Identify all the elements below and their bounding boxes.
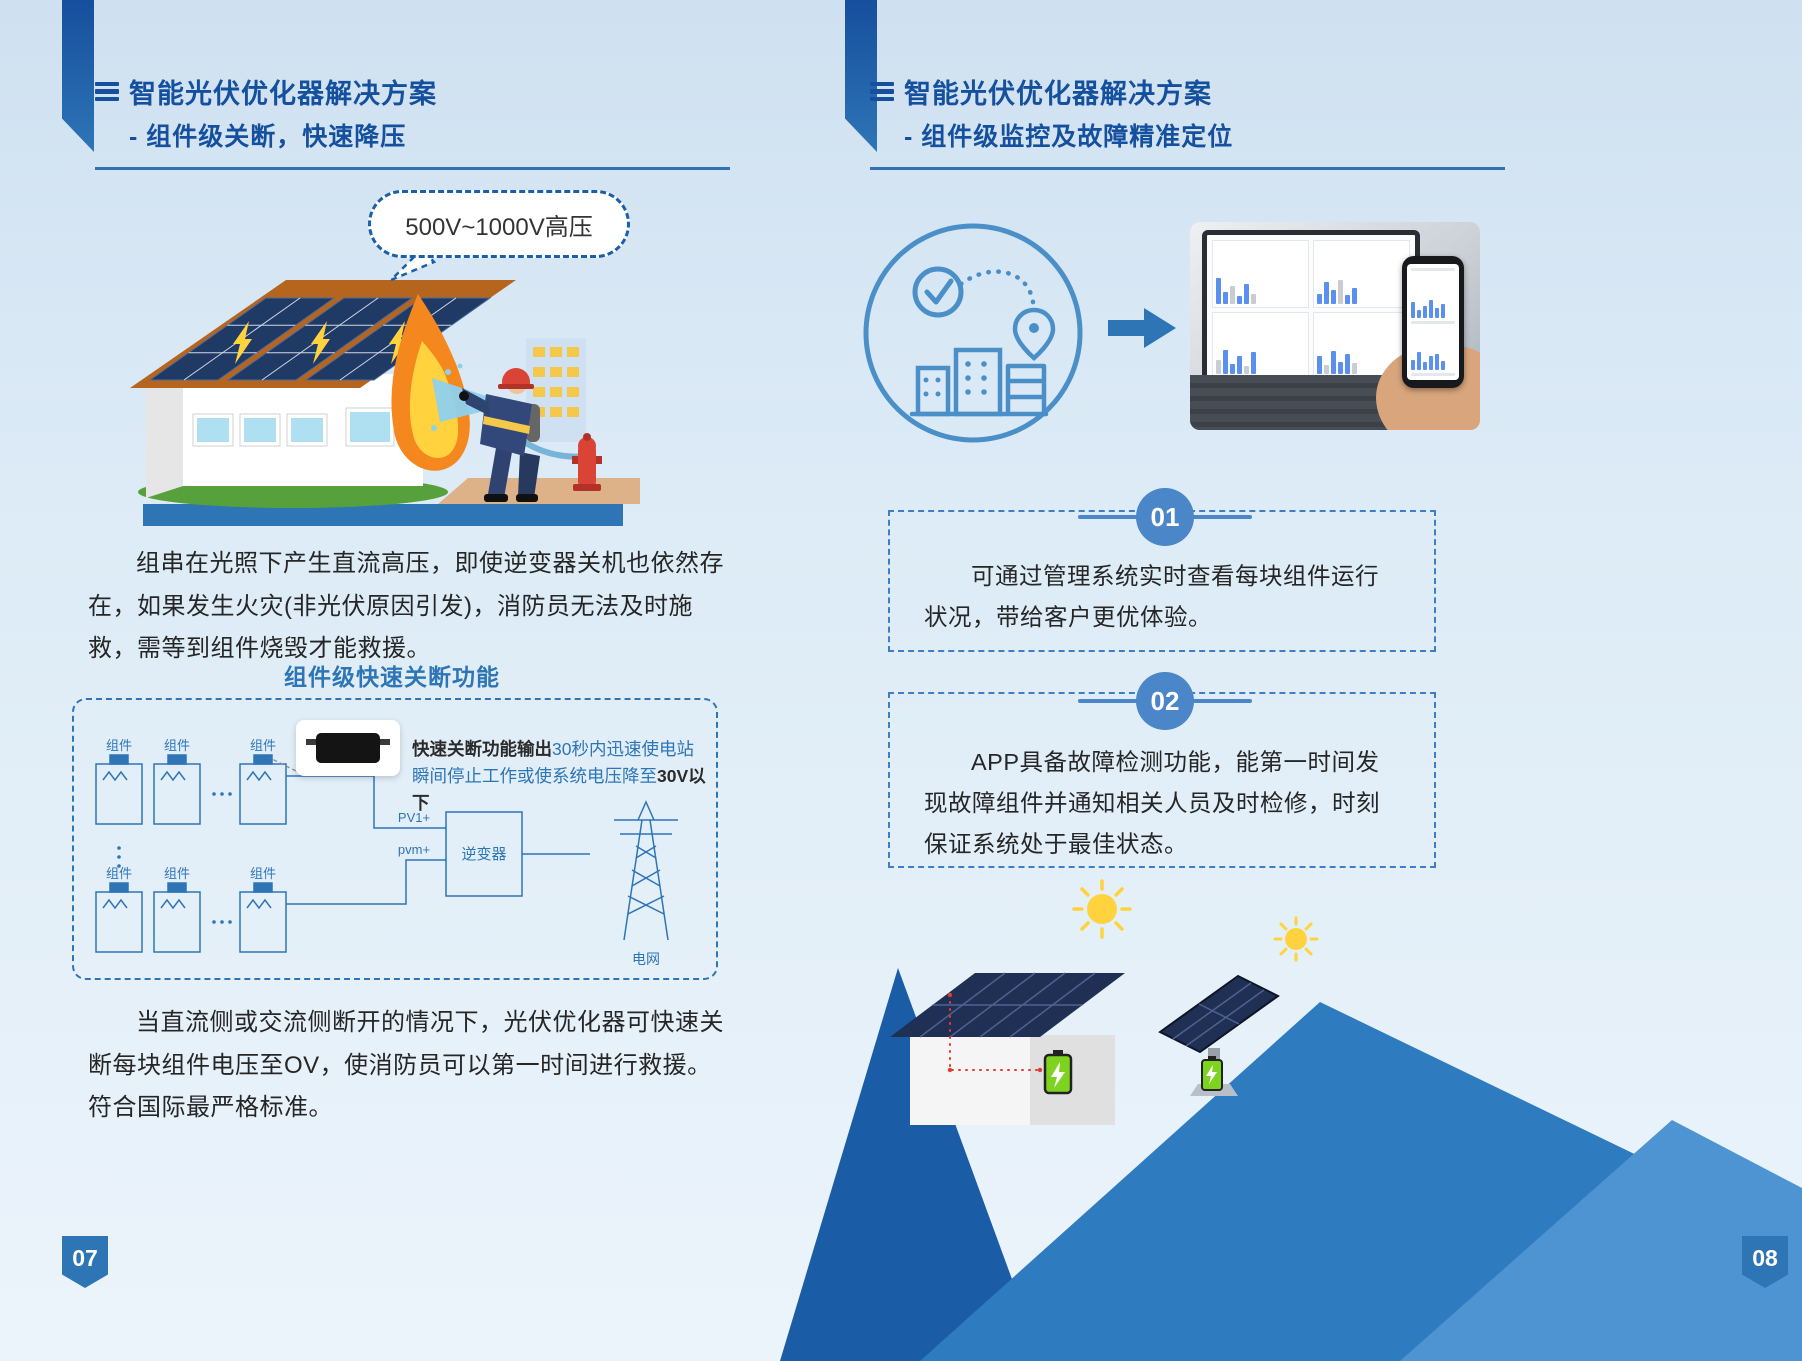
page-number: 08 [1752,1245,1778,1271]
menu-icon [95,81,119,102]
tan-floor [438,478,640,504]
dashboard-photo [1190,222,1480,430]
buildings-icon [909,347,1049,417]
page-title: 智能光伏优化器解决方案 [904,79,1212,109]
callout-blue-1: 30秒内迅速使电站 [552,739,694,759]
ground-mount-panel [1158,974,1280,1096]
mini-bar-chart [1212,312,1309,378]
header-underline [870,167,1505,170]
firefighter [459,368,587,502]
pvm-label: pvm+ [398,842,430,857]
diagram-title: 组件级快速关断功能 [284,664,500,690]
battery-icon [1201,1056,1223,1091]
page-number-badge: 07 [62,1236,108,1288]
closing-paragraph: 当直流侧或交流侧断开的情况下，光伏优化器可快速关断每块组件电压至OV，使消防员可… [88,1009,724,1122]
header-underline [95,167,730,170]
mini-bar-chart [1212,240,1309,308]
location-pin-icon [1012,307,1056,361]
callout-blue-2: 瞬间停止工作或使系统电压降至 [412,766,657,787]
feature-text-1: 可通过管理系统实时查看每块组件运行状况，带给客户更优体验。 [924,563,1379,631]
page-right: 智能光伏优化器解决方案 - 组件级监控及故障精准定位 [830,0,1802,1361]
fire-scene-illustration [130,280,640,526]
solar-house [890,972,1125,1125]
windows [192,407,395,447]
arrow-right-icon [1108,308,1176,348]
transmission-tower-icon [614,800,678,941]
feature-number-2: 02 [1136,672,1194,730]
light-mountain [1400,1120,1802,1361]
water-spray [431,363,488,431]
sun-icon [1072,879,1132,939]
speech-bubble-text: 500V~1000V高压 [405,213,593,241]
mini-bar-chart [1313,240,1410,308]
shutdown-diagram-graphic: 组件 组件 组件 组件 组件 组件 PV1+ pvm+ 逆变器 电网 [95,738,678,967]
house [130,280,516,498]
battery-icon [1043,1050,1073,1095]
grid-label: 电网 [632,951,660,967]
background-buildings [526,338,586,442]
monitoring-icon [863,223,1083,443]
phone [1402,256,1464,388]
callout-suffix: 30V以下 [412,766,706,814]
fire-hydrant [572,433,602,491]
shutdown-callout: 快速关断功能输出30秒内迅速使电站 瞬间停止工作或使系统电压降至30V以下 [412,736,712,817]
module-label: 组件 [106,866,132,881]
module-label: 组件 [250,738,276,753]
corner-ribbon [62,0,94,152]
optimizer-device [306,733,390,763]
page-title: 智能光伏优化器解决方案 [129,79,437,109]
fire [391,294,470,471]
feature-box-2: APP具备故障检测功能，能第一时间发现故障组件并通知相关人员及时检修，时刻保证系… [888,692,1436,868]
shutdown-diagram: 组件 组件 组件 组件 组件 组件 PV1+ pvm+ 逆变器 电网 快速关断功… [72,698,718,980]
speech-bubble: 500V~1000V高压 [368,190,630,258]
page-subtitle: - 组件级关断，快速降压 [129,123,407,151]
page-header: 智能光伏优化器解决方案 - 组件级关断，快速降压 [95,72,730,170]
feature-box-1: 可通过管理系统实时查看每块组件运行状况，带给客户更优体验。 [888,510,1436,652]
callout-prefix: 快速关断功能输出 [412,739,552,759]
page-number: 07 [72,1245,98,1271]
optimizer-device-photo [296,720,400,776]
feature-number-1: 01 [1136,488,1194,546]
laptop-screen [1202,230,1420,388]
feature-text-2: APP具备故障检测功能，能第一时间发现故障组件并通知相关人员及时检修，时刻保证系… [924,749,1380,858]
pv1-label: PV1+ [398,810,430,825]
sun-icon [1273,916,1319,962]
page-left: 智能光伏优化器解决方案 - 组件级关断，快速降压 500V~1000V高压 [0,0,830,1361]
menu-icon [870,81,894,102]
module-label: 组件 [164,866,190,881]
page-header: 智能光伏优化器解决方案 - 组件级监控及故障精准定位 [870,72,1505,170]
module-label: 组件 [250,866,276,881]
bottom-illustration [780,968,1802,1361]
page-number-badge: 08 [1742,1236,1788,1288]
inverter-label: 逆变器 [461,846,506,863]
check-circle-icon [912,266,964,318]
lightning-bolts [233,321,408,364]
intro-paragraph: 组串在光照下产生直流高压，即使逆变器关机也依然存在，如果发生火灾(非光伏原因引发… [88,550,724,663]
page-subtitle: - 组件级监控及故障精准定位 [904,123,1234,151]
phone-screen [1407,264,1459,380]
module-label: 组件 [106,738,132,753]
ground-bar [143,504,623,526]
module-label: 组件 [164,738,190,753]
dark-mountain [780,968,1042,1361]
